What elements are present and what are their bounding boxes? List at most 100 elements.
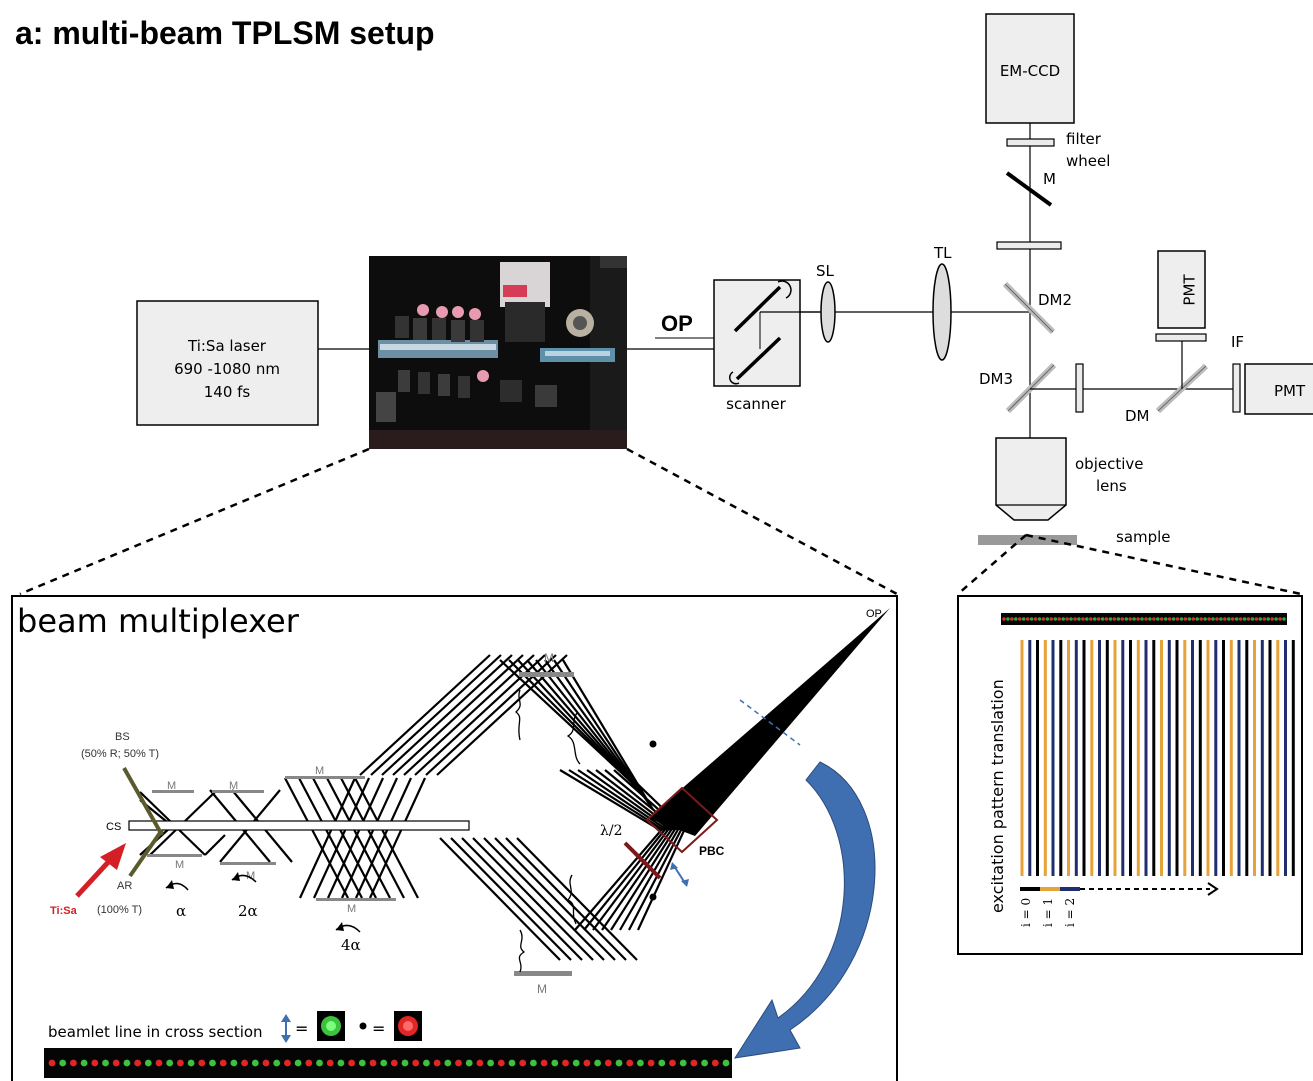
pattern-strip-dot bbox=[1104, 617, 1109, 621]
pattern-strip-dot bbox=[1175, 617, 1180, 621]
pmt-top: PMT bbox=[1157, 250, 1206, 329]
pattern-strip-dot bbox=[1061, 617, 1065, 621]
filter-upper bbox=[996, 241, 1062, 250]
beamlet-dot bbox=[433, 1059, 441, 1067]
filter-wheel-label-2: wheel bbox=[1066, 152, 1110, 170]
beam-path bbox=[204, 834, 226, 856]
beamlet-dot bbox=[80, 1059, 88, 1067]
scanner bbox=[713, 279, 828, 387]
pattern-strip-dot bbox=[1179, 617, 1184, 621]
filter-pmt-top bbox=[1155, 333, 1207, 342]
alpha4-label: 4α bbox=[341, 936, 361, 954]
beam-path bbox=[586, 769, 672, 831]
beamlet-dot bbox=[102, 1059, 109, 1067]
beamlet-dot bbox=[112, 1059, 120, 1067]
sample bbox=[978, 535, 1077, 545]
mux-op-label: OP bbox=[866, 608, 882, 620]
index-1: i = 1 bbox=[1041, 898, 1055, 927]
pattern-strip-dot bbox=[1136, 617, 1140, 621]
pattern-strip-dot bbox=[1230, 617, 1235, 621]
pattern-strip-dot bbox=[1148, 617, 1152, 621]
multiplexer-title: beam multiplexer bbox=[17, 602, 300, 640]
beam-path bbox=[559, 769, 661, 831]
beamlet-dot bbox=[583, 1059, 591, 1067]
pbc-label: PBC bbox=[699, 844, 725, 858]
beamlet-dot bbox=[369, 1059, 377, 1067]
pattern-strip-dot bbox=[1215, 617, 1219, 621]
beam-path bbox=[601, 819, 680, 931]
laser-label-3: 140 fs bbox=[204, 383, 251, 401]
figure-title: a: multi-beam TPLSM setup bbox=[15, 15, 435, 51]
beamlet-dot bbox=[679, 1059, 687, 1067]
pmt-right-label: PMT bbox=[1274, 382, 1306, 400]
pattern-strip-dot bbox=[1037, 617, 1042, 621]
beamlet-dot bbox=[294, 1059, 302, 1067]
beamlet-dot bbox=[562, 1059, 569, 1067]
pattern-strip-dot bbox=[1049, 617, 1054, 621]
beam-path bbox=[535, 659, 649, 802]
pattern-strip-dot bbox=[1018, 617, 1022, 621]
beam-path bbox=[516, 837, 638, 961]
beam-path bbox=[313, 777, 370, 899]
objective-label-1: objective bbox=[1075, 455, 1144, 473]
laser-label-2: 690 -1080 nm bbox=[174, 360, 280, 378]
pattern-strip bbox=[1001, 613, 1287, 625]
pattern-strip-dot bbox=[1116, 617, 1121, 621]
pattern-strip-dot bbox=[1128, 617, 1132, 621]
pattern-strip-dot bbox=[1053, 617, 1058, 621]
filter-wheel-label-1: filter bbox=[1066, 130, 1102, 148]
beam-path bbox=[299, 777, 356, 899]
filter-wheel bbox=[1006, 138, 1055, 147]
beamlet-dot bbox=[59, 1059, 67, 1067]
pattern-strip-dot bbox=[1156, 617, 1160, 621]
pattern-strip-dot bbox=[1199, 617, 1203, 621]
beamlet-dot bbox=[465, 1059, 473, 1067]
pattern-strip-dot bbox=[1171, 617, 1176, 621]
scan-lens bbox=[820, 281, 836, 343]
objective-lens bbox=[995, 437, 1067, 521]
mux-mirrors bbox=[147, 672, 574, 976]
beam-path bbox=[577, 769, 668, 831]
beamlet-dot bbox=[530, 1059, 537, 1067]
pattern-strip-dot bbox=[1057, 617, 1061, 621]
pattern-strip-dot bbox=[1282, 617, 1286, 621]
pattern-strip-dot bbox=[1045, 617, 1050, 621]
index-2: i = 2 bbox=[1063, 898, 1077, 927]
beamlet-dot bbox=[91, 1059, 99, 1067]
ar-label-1: AR bbox=[117, 880, 132, 892]
pattern-strip-dot bbox=[1191, 617, 1196, 621]
objective-label-2: lens bbox=[1096, 477, 1127, 495]
beamlet-dot bbox=[348, 1059, 355, 1067]
beam-path bbox=[494, 837, 616, 961]
pattern-strip-dot bbox=[1065, 617, 1069, 621]
pattern-strip-dot bbox=[1258, 617, 1263, 621]
op-label: OP bbox=[661, 311, 693, 336]
pattern-strip-dot bbox=[1085, 617, 1089, 621]
pmt-right: PMT bbox=[1244, 363, 1313, 415]
beam-path bbox=[359, 654, 491, 776]
beamlet-dot bbox=[155, 1059, 163, 1067]
mirror-label-6: M bbox=[347, 903, 356, 915]
pattern-strip-dot bbox=[1227, 617, 1231, 621]
beamlet-dot bbox=[48, 1059, 56, 1067]
beamlet-dot bbox=[187, 1059, 195, 1067]
pattern-strip-dot bbox=[1187, 617, 1192, 621]
pattern-lines bbox=[1020, 640, 1295, 876]
pattern-strip-dot bbox=[1120, 617, 1125, 621]
beam-path bbox=[354, 777, 419, 899]
beamlet-dot bbox=[326, 1059, 334, 1067]
beam-path bbox=[595, 769, 676, 831]
pattern-strip-dot bbox=[1159, 617, 1164, 621]
filter-branch bbox=[1075, 363, 1084, 413]
beamlet-dot bbox=[262, 1059, 270, 1067]
pattern-strip-dot bbox=[1006, 617, 1010, 621]
beamlet-dot bbox=[487, 1059, 494, 1067]
tube-lens bbox=[932, 263, 952, 361]
half-wave-plate bbox=[623, 841, 662, 880]
beamlet-dot bbox=[701, 1059, 708, 1067]
pattern-strip-dot bbox=[1152, 617, 1156, 621]
emccd-camera: EM-CCD bbox=[985, 13, 1075, 124]
beamlet-dot bbox=[615, 1059, 623, 1067]
beam-path bbox=[403, 654, 535, 776]
beamlet-dot bbox=[198, 1059, 206, 1067]
